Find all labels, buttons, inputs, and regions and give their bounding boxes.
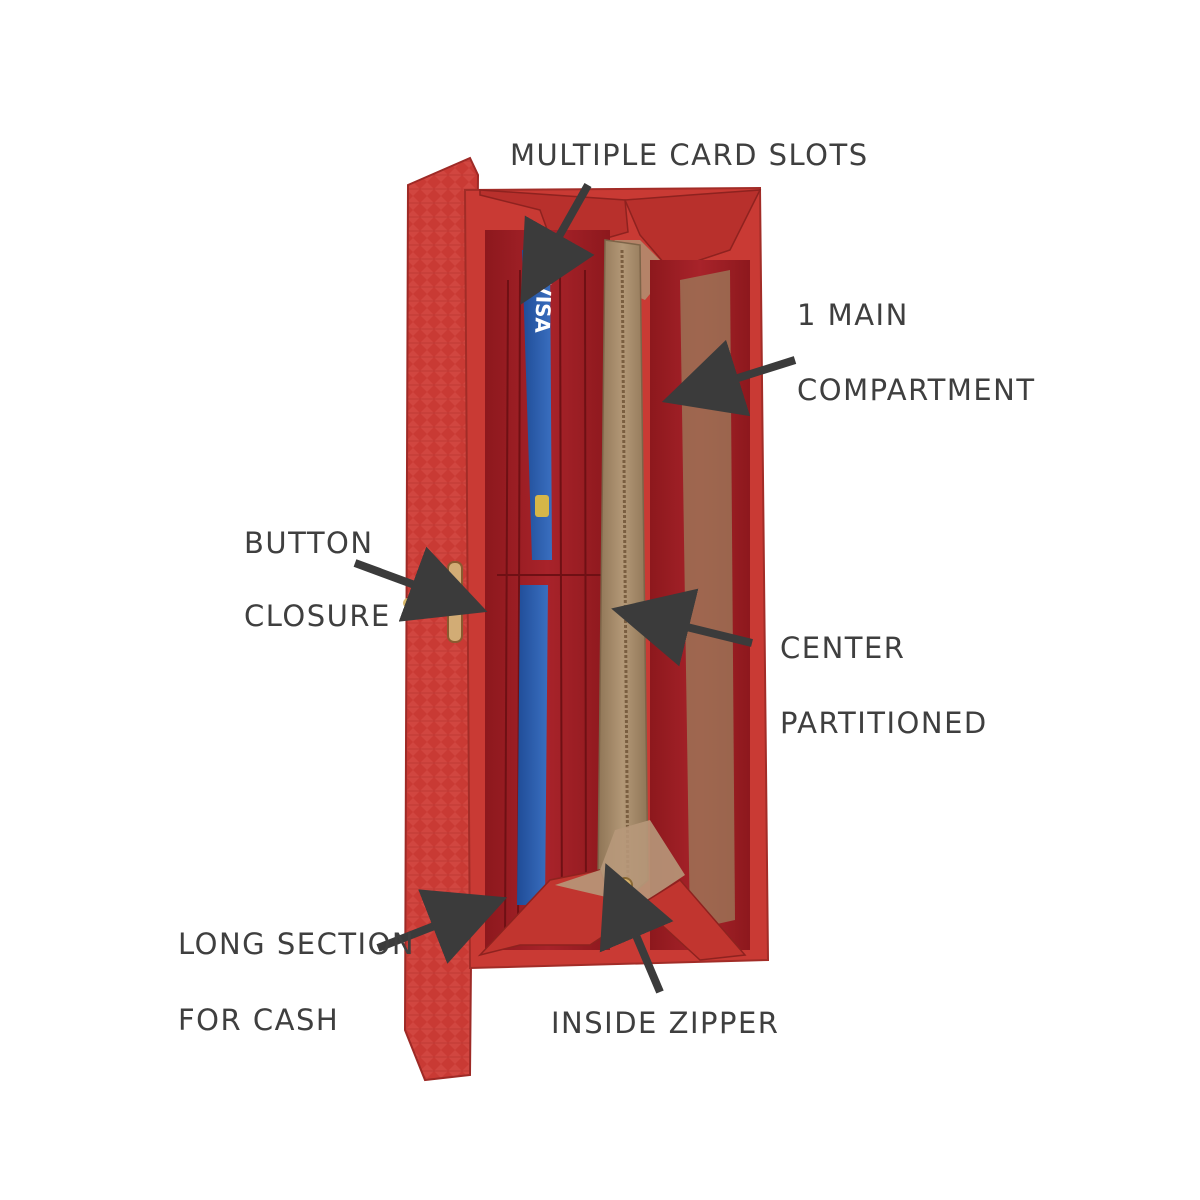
top-gusset-right xyxy=(623,189,762,271)
arrow-main-compartment xyxy=(661,339,797,417)
label-button-closure-1: BUTTON xyxy=(244,526,374,560)
arrow-center-partitioned xyxy=(611,588,753,667)
arrow-card-slots xyxy=(520,183,595,305)
card-chip xyxy=(535,495,549,517)
arrow-inside-zipper xyxy=(599,863,674,994)
card-lower xyxy=(517,585,548,905)
label-long-section-2: FOR CASH xyxy=(178,1003,340,1037)
button-stud xyxy=(403,598,413,608)
label-inside-zipper: INSIDE ZIPPER xyxy=(551,1006,780,1040)
label-card-slots: MULTIPLE CARD SLOTS xyxy=(510,138,869,172)
label-button-closure-2: CLOSURE xyxy=(244,599,391,633)
card-visa-brand: VISA xyxy=(530,280,556,334)
label-main-compartment-1: 1 MAIN xyxy=(797,298,909,332)
right-tan-wall xyxy=(680,270,735,930)
card-visa xyxy=(522,250,552,560)
label-long-section-1: LONG SECTION xyxy=(178,927,416,961)
label-center-partitioned-2: PARTITIONED xyxy=(780,706,988,740)
button-closure xyxy=(447,561,463,643)
label-center-partitioned-1: CENTER xyxy=(780,631,906,665)
center-partition xyxy=(597,239,649,907)
annotation-arrows xyxy=(353,183,797,994)
arrow-long-section xyxy=(376,889,508,964)
zipper-line xyxy=(620,249,630,891)
zipper-pull xyxy=(617,877,633,893)
label-main-compartment-2: COMPARTMENT xyxy=(797,373,1036,407)
arrow-button-closure xyxy=(353,546,488,622)
